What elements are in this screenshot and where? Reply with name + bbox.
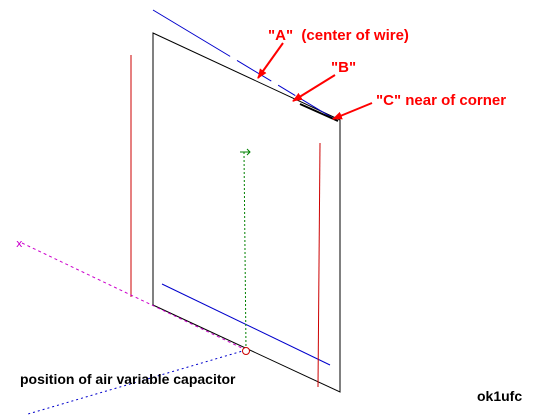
z-axis-tip [240,148,251,156]
x-axis [21,242,247,351]
loop-frame [152,32,341,393]
label-point-c: "C" near of corner [376,92,506,109]
label-point-a: "A" (center of wire) [268,27,409,44]
arrow-a [257,42,284,79]
right-vertical-wire [317,142,321,388]
x-axis-mark: x [16,237,23,250]
upper-wire [152,9,337,121]
capacitor-marker [242,347,250,355]
z-axis [243,151,247,351]
corner-wire-segment [299,103,339,122]
label-capacitor-position: position of air variable capacitor [20,371,236,387]
label-point-b: "B" [331,59,356,76]
arrow-b [292,74,336,102]
arrow-c [332,102,373,120]
label-author: ok1ufc [477,388,522,404]
